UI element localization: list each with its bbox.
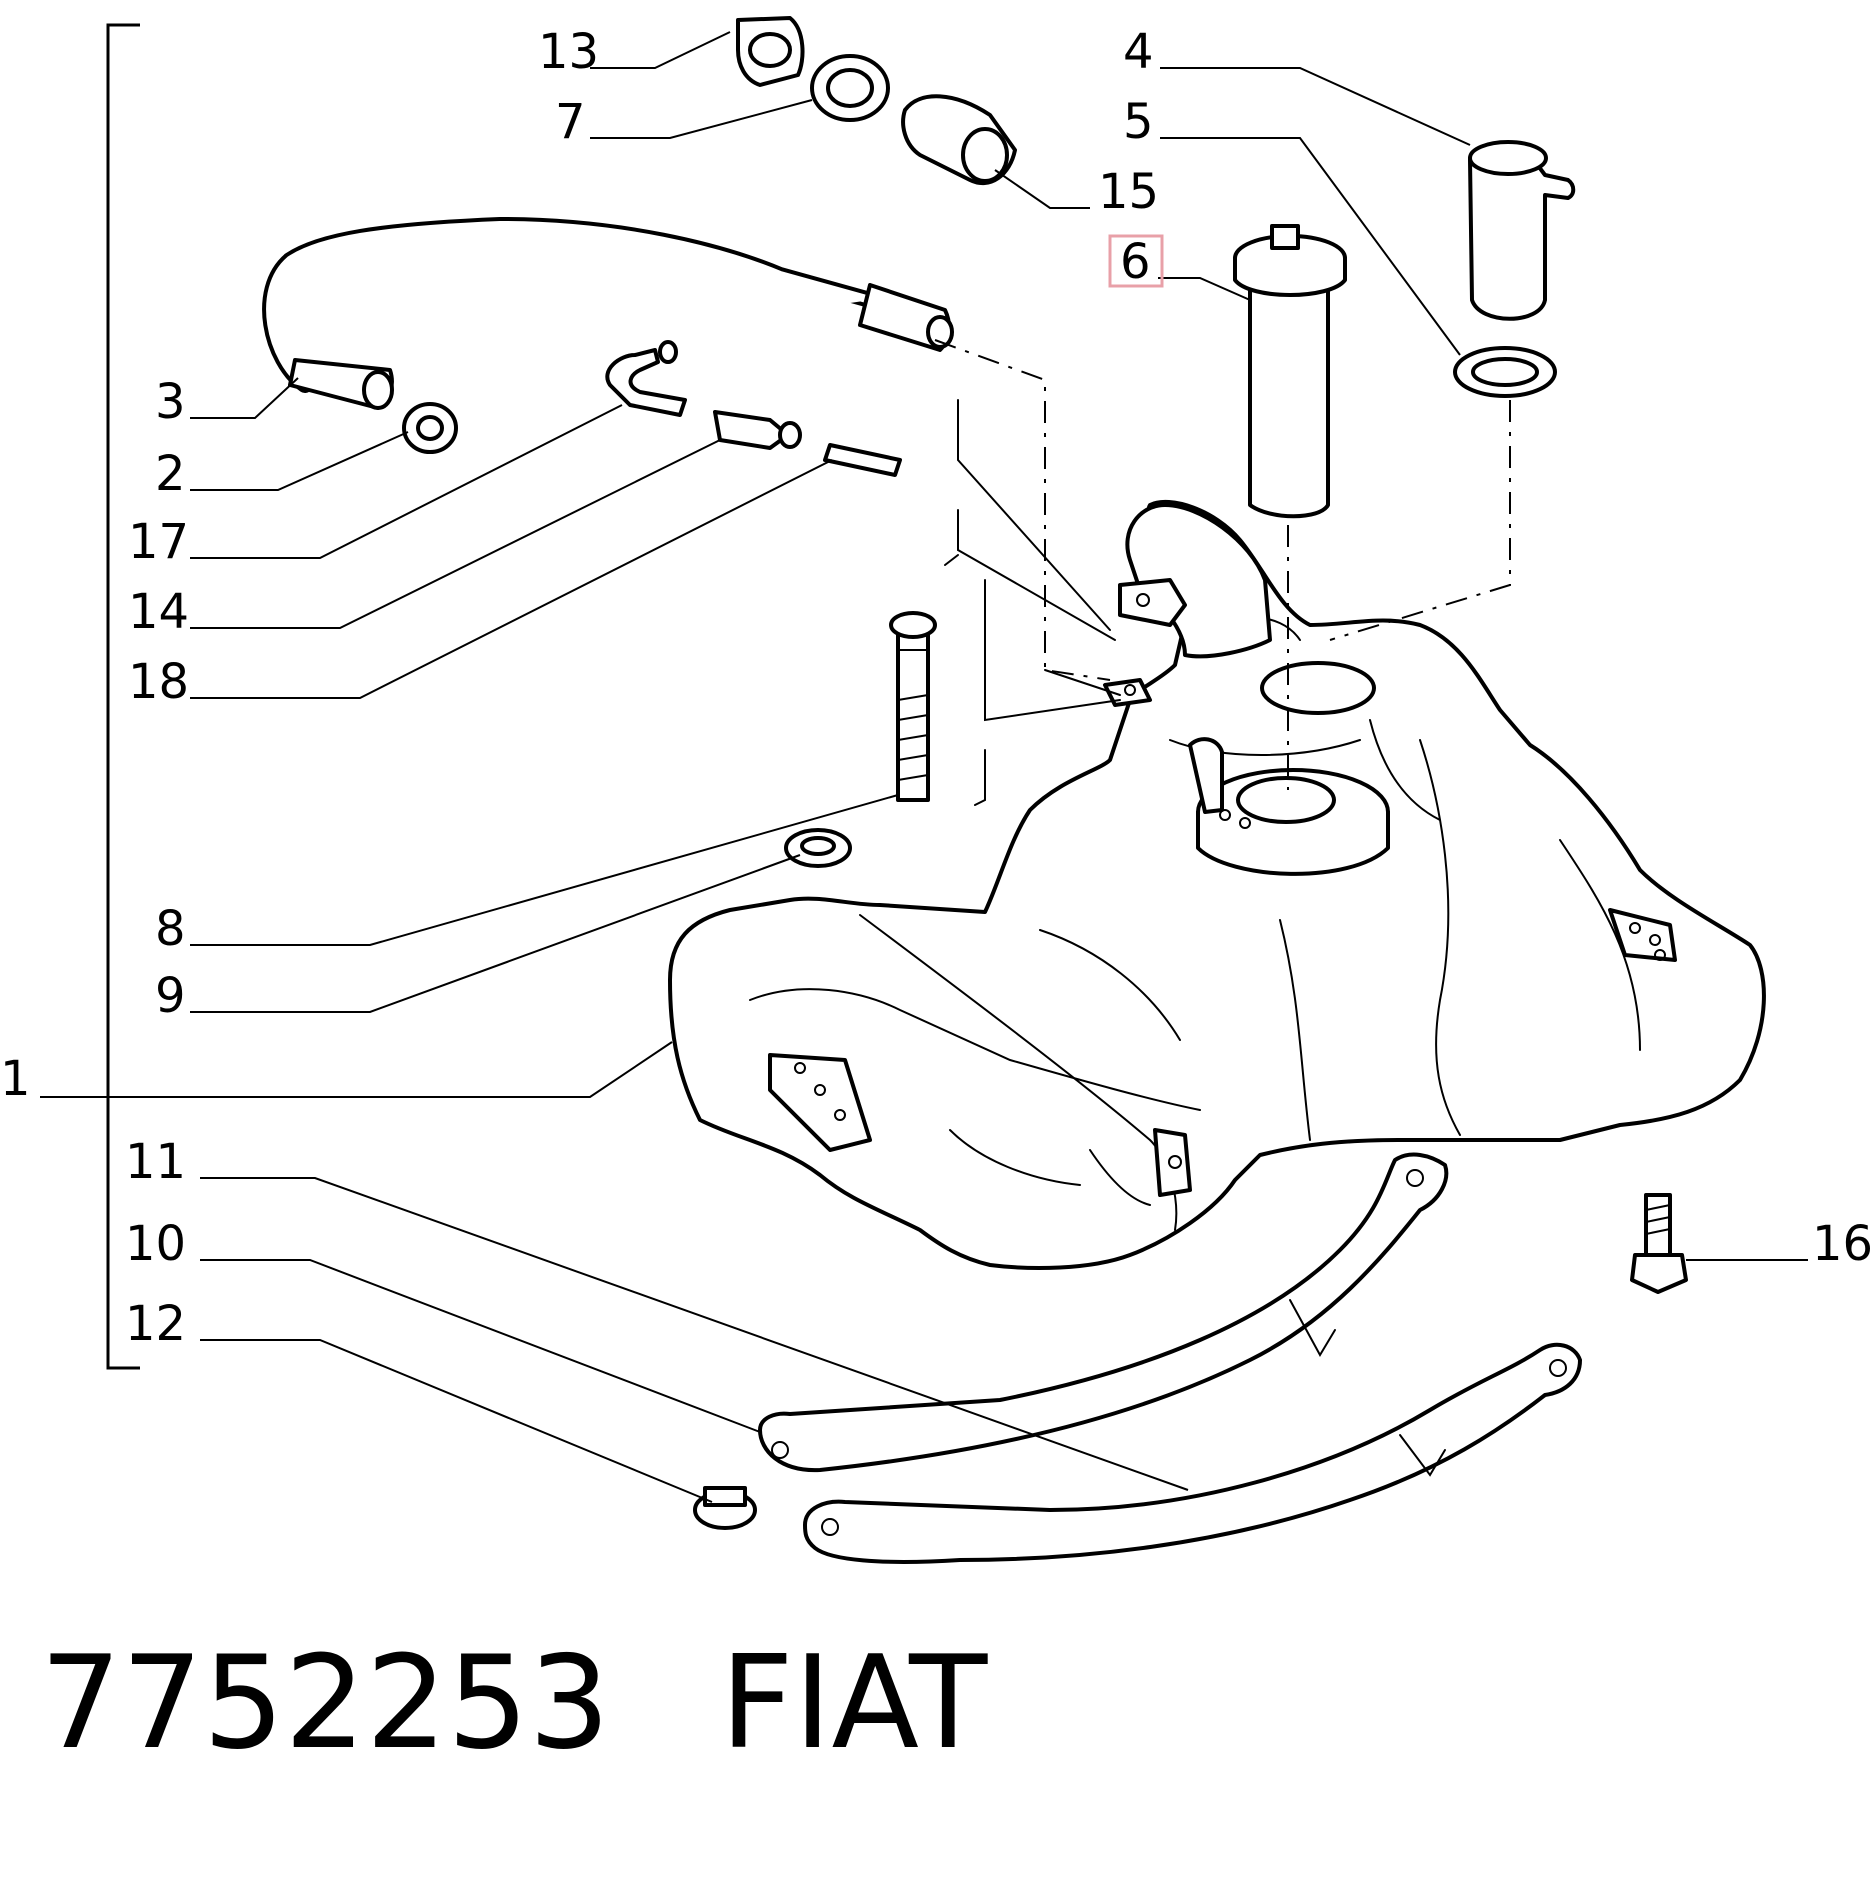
callout-2: 2 <box>155 446 186 502</box>
callout-15: 15 <box>1098 164 1159 220</box>
callout-16: 16 <box>1812 1216 1873 1272</box>
fuel-pump-module <box>1468 140 1576 321</box>
callout-7: 7 <box>555 94 586 150</box>
part-number: 7752253 <box>40 1629 611 1778</box>
callout-leaders <box>40 31 1808 1503</box>
callout-4: 4 <box>1123 24 1154 80</box>
tank-strap-lower <box>803 1342 1582 1564</box>
cap-seal <box>810 54 890 122</box>
hose-clamp <box>402 402 458 454</box>
callout-14: 14 <box>128 584 189 640</box>
strap-nut <box>693 1486 757 1530</box>
callout-1: 1 <box>0 1051 31 1107</box>
callout-10: 10 <box>125 1216 186 1272</box>
callout-18: 18 <box>128 654 189 710</box>
callout-5: 5 <box>1123 94 1154 150</box>
filler-connector <box>901 94 1017 186</box>
brand-name: FIAT <box>720 1629 988 1778</box>
short-tube <box>823 443 902 477</box>
callout-8: 8 <box>155 901 186 957</box>
elbow-connector <box>605 340 687 417</box>
callout-labels: 13 7 15 4 5 6 3 2 17 14 18 8 9 1 11 10 1… <box>0 24 1873 1352</box>
assembly-bracket <box>106 23 140 1370</box>
fuel-hose <box>262 217 954 410</box>
strap-bolt <box>1630 1193 1688 1294</box>
callout-6: 6 <box>1120 234 1151 290</box>
fuel-level-sender <box>1233 224 1347 519</box>
callout-12: 12 <box>125 1296 186 1352</box>
highlight-box <box>1108 234 1164 288</box>
pump-seal-ring <box>1453 346 1557 398</box>
valve-connector <box>713 410 802 450</box>
callout-17: 17 <box>128 514 189 570</box>
callout-3: 3 <box>155 374 186 430</box>
tank-strap-upper <box>758 1152 1449 1473</box>
callout-13: 13 <box>538 24 599 80</box>
filler-cap-vent <box>736 16 805 87</box>
fuel-tank-drawing <box>668 499 1766 1270</box>
filler-pipe <box>889 611 937 802</box>
callout-11: 11 <box>125 1134 186 1190</box>
callout-9: 9 <box>155 968 186 1024</box>
grommet <box>784 828 852 868</box>
